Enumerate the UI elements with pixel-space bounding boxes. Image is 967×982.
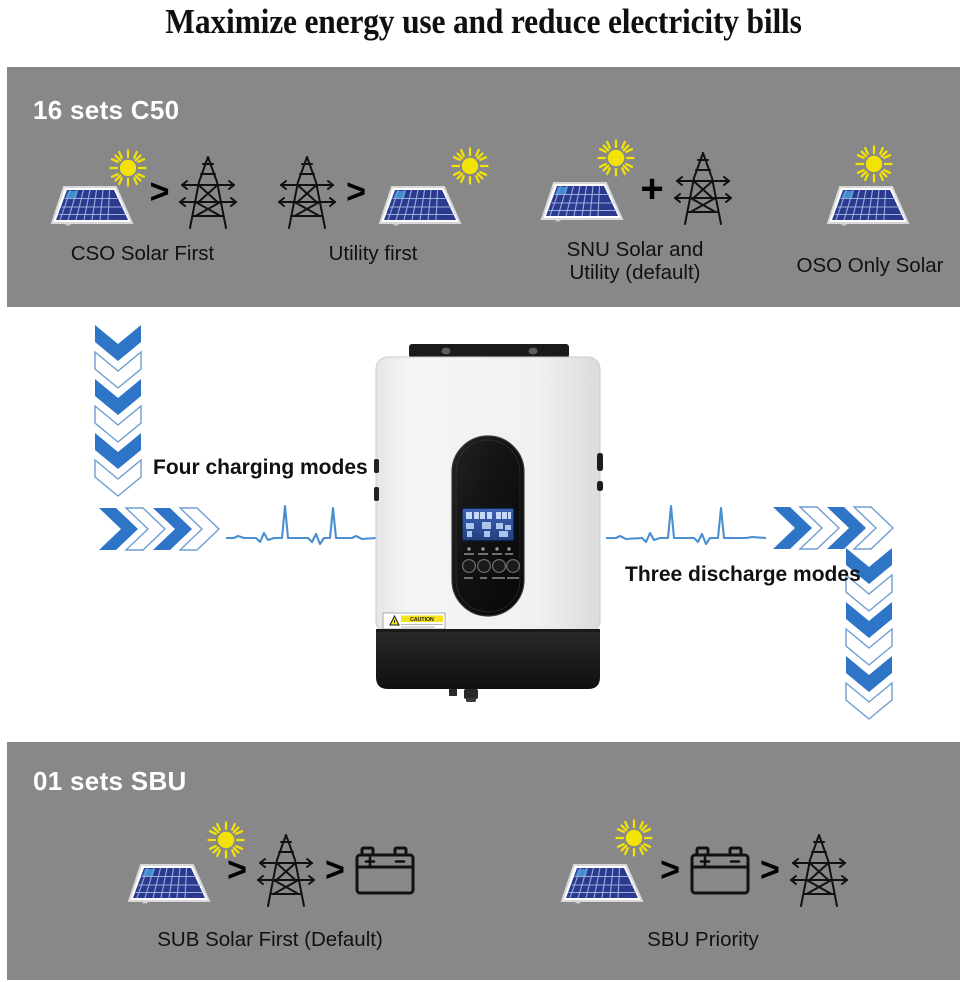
solar-panel-icon [46,153,142,233]
mode-group-snu-solar-and-utility[interactable]: + SNU Sola [522,139,748,285]
left-down-chevron-stack [92,322,144,507]
top-mode-panel: 16 sets C50 [7,67,960,307]
discharge-modes-label: Three discharge modes [625,563,861,586]
mode-label: SNU Solar and Utility (default) [566,238,704,285]
mode-label: CSO Solar First [70,242,215,265]
greater-than-operator: > [149,173,170,212]
page-title: Maximize energy use and reduce electrici… [165,2,802,41]
greater-than-operator: > [760,851,780,890]
mode-icon-row: > [262,147,489,236]
sun-icon [206,820,246,860]
greater-than-operator: > [660,851,680,890]
mode-icon-row [780,145,960,236]
mode-icon-row: + [522,139,748,232]
led-indicator-row [464,547,513,555]
battery-icon [688,843,752,899]
mode-group-utility-first[interactable]: > [262,147,489,265]
greater-than-operator: > [346,173,366,212]
mode-icon-row: > [30,148,255,236]
solar-inverter[interactable]: CAUTION [363,341,613,703]
greater-than-operator: > [227,851,247,890]
top-panel-heading: 16 sets C50 [33,95,180,125]
plus-operator: + [640,167,664,211]
greater-than-operator: > [325,851,345,890]
energy-flow-diagram [0,307,967,742]
sun-icon [108,148,148,188]
caution-label: CAUTION [382,612,446,630]
mode-label: SUB Solar First (Default) [157,928,383,951]
sun-icon [854,144,894,184]
control-panel [451,435,525,617]
left-waveform-icon [224,500,378,565]
transmission-tower-icon [276,154,338,232]
transmission-tower-icon [177,154,239,232]
solar-panel-icon [374,153,470,233]
solar-panel-icon [822,153,918,233]
transmission-tower-icon [672,150,734,228]
solar-panel-icon [536,149,632,229]
transmission-tower-icon [788,832,850,910]
mode-group-oso-only-solar[interactable]: OSO Only Solar [780,145,960,277]
sun-icon [614,818,654,858]
caution-label-text: CAUTION [410,617,434,623]
mode-label: OSO Only Solar [796,254,944,277]
sun-icon [450,146,490,186]
mode-group-cso-solar-first[interactable]: > CSO Sola [30,148,255,265]
right-right-chevron-row [770,504,896,554]
left-right-chevron-row [96,505,222,555]
solar-panel-icon [123,831,219,911]
control-button-row [461,558,521,579]
mode-label: Utility first [328,242,418,265]
right-waveform-icon [604,500,768,565]
bottom-connectors [449,689,478,702]
mode-icon-row: > > [127,821,415,914]
battery-icon [353,843,417,899]
sun-icon [596,138,636,178]
bottom-panel-heading: 01 sets SBU [33,766,187,796]
mode-icon-row: > > [548,819,858,914]
mode-label: SBU Priority [647,928,759,951]
charging-modes-label: Four charging modes [153,456,368,479]
mounting-bracket [409,344,569,358]
transmission-tower-icon [255,832,317,910]
mode-group-sub-solar-first[interactable]: > > [127,821,415,951]
mode-group-sbu-priority[interactable]: > > [548,819,858,951]
right-down-chevron-stack [843,545,895,730]
lcd-display [461,507,515,542]
solar-panel-icon [556,831,652,911]
bottom-mode-panel: 01 sets SBU [7,742,960,980]
